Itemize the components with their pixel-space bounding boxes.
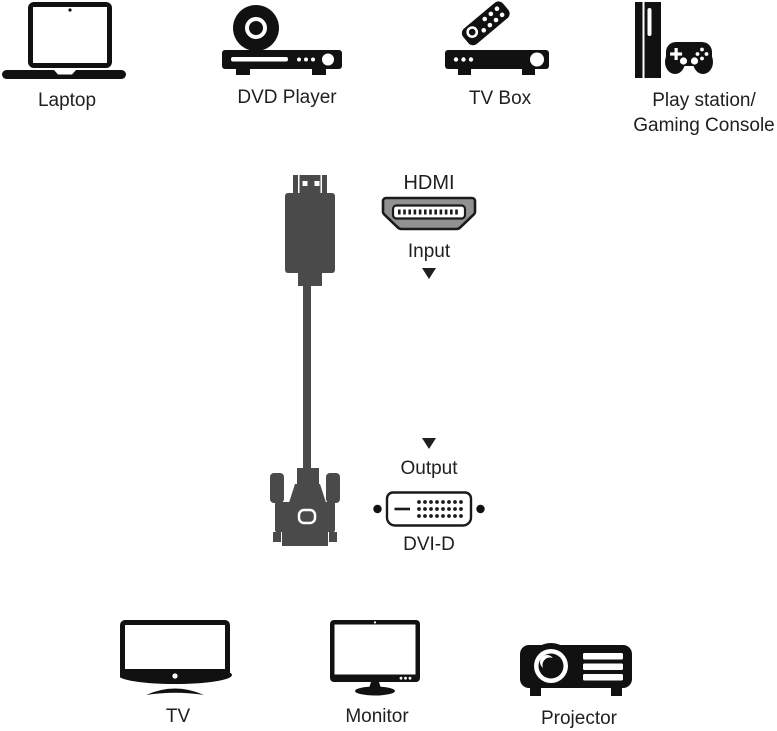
source-device-dvd-player: DVD Player bbox=[222, 5, 352, 110]
hdmi-to-dvi-cable-icon bbox=[265, 172, 345, 562]
output-device-monitor: Monitor bbox=[330, 620, 424, 729]
source-label-gaming-console: Play station/ Gaming Console bbox=[633, 90, 775, 137]
output-device-projector: Projector bbox=[520, 640, 638, 731]
source-label-tv-box: TV Box bbox=[468, 88, 532, 109]
tv-box-icon bbox=[445, 0, 555, 78]
tv-icon bbox=[120, 620, 236, 696]
output-device-tv: TV bbox=[120, 620, 236, 729]
output-label-tv: TV bbox=[165, 706, 191, 727]
dvi-port-title: DVI-D bbox=[403, 534, 455, 555]
output-label-monitor: Monitor bbox=[345, 706, 409, 727]
source-device-laptop: Laptop bbox=[2, 2, 132, 113]
gaming-console-icon bbox=[630, 2, 777, 80]
dvi-port-icon bbox=[373, 489, 485, 529]
monitor-icon bbox=[330, 620, 424, 696]
hdmi-port-icon bbox=[381, 196, 477, 232]
laptop-icon bbox=[2, 2, 132, 80]
arrow-down-icon bbox=[422, 438, 436, 449]
source-label-dvd-player: DVD Player bbox=[237, 87, 337, 108]
output-label-projector: Projector bbox=[540, 708, 618, 729]
dvd-player-icon bbox=[222, 5, 352, 77]
source-label-laptop: Laptop bbox=[37, 90, 97, 111]
source-device-tv-box: TV Box bbox=[445, 0, 555, 111]
projector-icon bbox=[520, 640, 638, 698]
output-label: Output bbox=[400, 458, 458, 479]
arrow-down-icon bbox=[422, 268, 436, 279]
input-label: Input bbox=[407, 241, 451, 262]
source-device-gaming-console: Play station/ Gaming Console bbox=[630, 2, 777, 138]
hdmi-port-title: HDMI bbox=[403, 172, 455, 194]
